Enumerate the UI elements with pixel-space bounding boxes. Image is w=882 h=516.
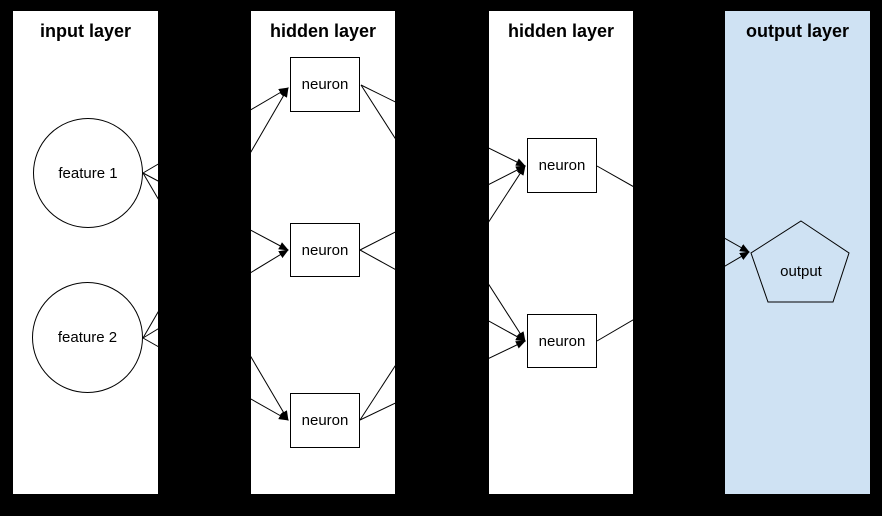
output-layer-title: output layer	[745, 21, 849, 41]
feature-1-node: feature 1	[33, 118, 143, 228]
hidden2-neuron-1-node: neuron	[527, 138, 597, 193]
node-label: feature 1	[58, 164, 118, 182]
node-label: neuron	[301, 241, 349, 259]
output-node: output	[745, 215, 857, 313]
panel-input-layer: input layer	[13, 11, 158, 494]
node-label: output	[780, 263, 822, 280]
panel-hidden-layer-2: hidden layer	[489, 11, 633, 494]
hidden1-neuron-1-node: neuron	[290, 57, 360, 112]
hidden1-neuron-2-node: neuron	[290, 223, 360, 277]
hidden-layer-1-title: hidden layer	[269, 21, 377, 41]
node-label: neuron	[538, 332, 586, 350]
feature-2-node: feature 2	[32, 282, 143, 393]
node-label: neuron	[301, 412, 349, 429]
pentagon-shape-icon	[750, 220, 850, 303]
node-label: feature 2	[57, 329, 118, 346]
input-layer-title: input layer	[39, 21, 132, 41]
node-label: neuron	[301, 76, 349, 93]
hidden2-neuron-2-node: neuron	[527, 314, 597, 368]
node-label: neuron	[538, 157, 586, 174]
hidden1-neuron-3-node: neuron	[290, 393, 360, 448]
hidden-layer-2-title: hidden layer	[507, 21, 615, 41]
